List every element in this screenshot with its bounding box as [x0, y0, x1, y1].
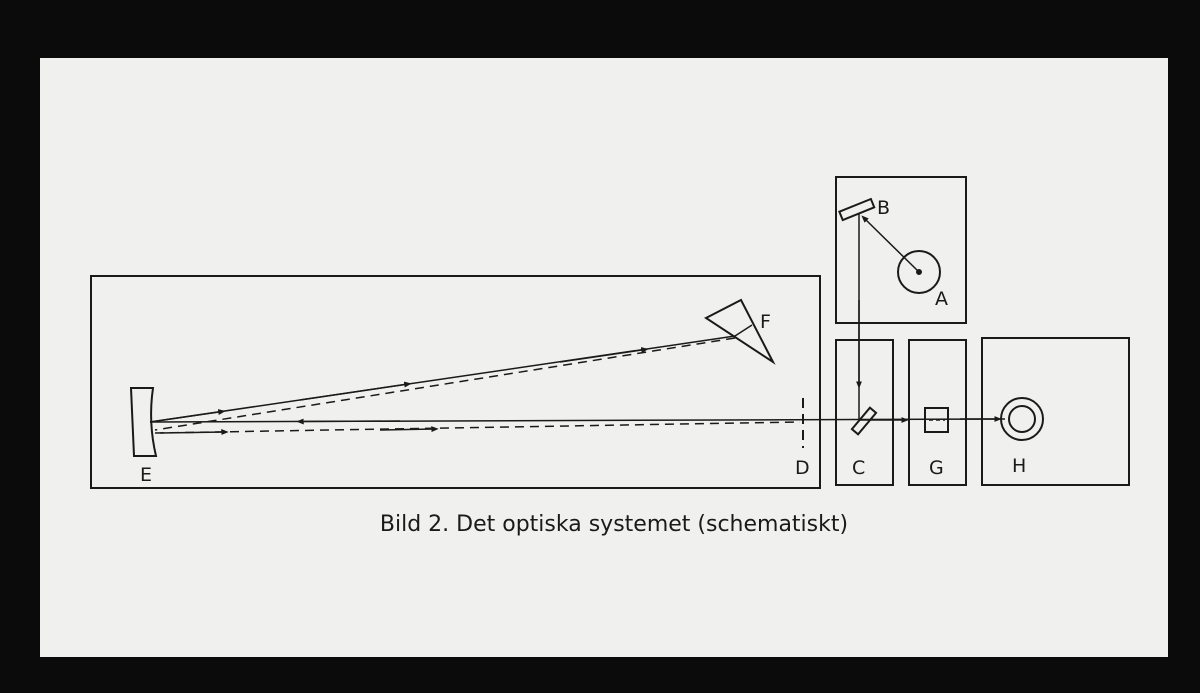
label-d: D [795, 457, 810, 479]
label-b: B [877, 197, 890, 219]
mirror-b [838, 197, 876, 222]
figure-caption: Bild 2. Det optiska systemet (schematisk… [380, 512, 848, 537]
light-source-a [897, 250, 941, 294]
label-g: G [929, 457, 944, 479]
spectrometer-housing-box [90, 275, 821, 489]
label-c: C [852, 457, 865, 479]
slide-paper [40, 58, 1168, 657]
box-h [981, 337, 1130, 486]
box-c [835, 339, 894, 486]
concave-mirror-e [129, 387, 158, 457]
label-f: F [760, 311, 771, 333]
prism-f [704, 298, 776, 365]
label-h: H [1012, 455, 1026, 477]
mirror-c [850, 406, 878, 436]
return-beam-dashed [154, 337, 736, 431]
return-beam-lower [154, 421, 801, 434]
label-a: A [935, 288, 948, 310]
source-box-ab [835, 176, 967, 324]
label-e: E [140, 464, 152, 486]
box-g [908, 339, 967, 486]
